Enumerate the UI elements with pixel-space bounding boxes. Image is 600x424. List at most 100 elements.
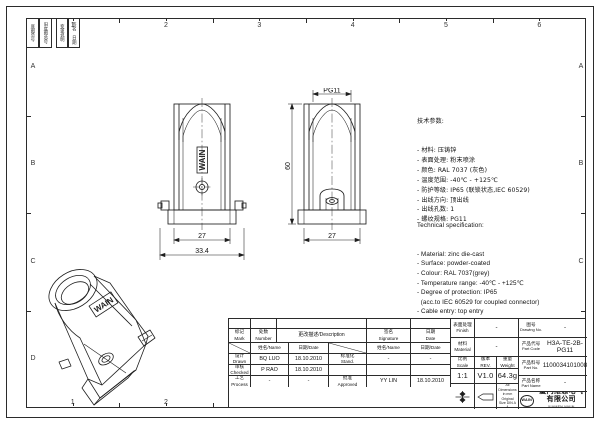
spec-line: - Colour: RAL 7037(grey) (417, 269, 490, 277)
tb-role-label-cn: 标准化 (340, 354, 355, 359)
tb-signature-cell: - (367, 354, 411, 365)
corner-label-4: 签名 日期 (72, 21, 78, 45)
spec-line: - 螺纹规格: PG11 (417, 216, 467, 224)
tb-name-col-header: 姓名/Name (251, 343, 289, 354)
tb-signature-cell: 18.10.2010 (289, 365, 329, 376)
tb-drawing-no-value: - (563, 323, 567, 331)
border-tick (399, 18, 401, 23)
tb-signature-cell (411, 365, 451, 376)
tb-finish-value-cell: - (475, 319, 519, 338)
border-number: 1 (70, 22, 75, 29)
tb-part-name-label-cn: 产品名称 (521, 378, 541, 384)
border-tick (581, 115, 586, 117)
tb-name-col-header-text: 姓名/Name (258, 345, 281, 351)
tb-drawing-no-value-cell: - (543, 319, 587, 338)
tb-dimension-note-line2: Original Size DIN A 4 (499, 396, 516, 410)
spec-line: - Temperature range: -40℃ - +125℃ (417, 279, 524, 287)
tb-signature-cell: - (251, 376, 289, 387)
border-letter: D (30, 355, 36, 363)
spec-line: - 颜色: RAL 7037 (灰色) (417, 167, 488, 175)
tb-signature-value: YY LIN (380, 378, 397, 385)
border-tick-minor (166, 18, 167, 21)
tb-role-label-en: Stand. (340, 359, 355, 364)
tb-rev-label: 版本 REV. (475, 357, 497, 369)
iso-brand-plate: WAIN (88, 291, 119, 318)
projection-cone-icon (477, 393, 494, 400)
border-tick (581, 310, 586, 312)
spec-line: - 出线方向: 顶出线 (417, 196, 469, 204)
spec-chinese-lines: - 材料: 压铸锌- 表面处理: 粉末喷涂- 颜色: RAL 7037 (灰色)… (417, 146, 530, 225)
tb-signature-cell: P RAO (251, 365, 289, 376)
tb-scale-label: 比例 Scale (451, 357, 475, 369)
tb-mark-header-cn: 标记 (234, 330, 245, 336)
front-brand-plate: WAIN (196, 146, 208, 174)
tb-date-col-header-2: 日期/Date (411, 343, 451, 354)
tb-part-name-value: - (563, 379, 567, 387)
tb-number-header-cn: 处数 (258, 330, 269, 336)
tb-signature-cell: BQ LUO (251, 354, 289, 365)
border-tick (26, 213, 31, 214)
spec-line: - 防护等级: IP65 (联锁状态,IEC 60529) (417, 186, 530, 194)
corner-label-box-3: 变更说明 (56, 18, 68, 48)
border-number: 2 (159, 399, 173, 406)
border-tick-minor (72, 18, 74, 21)
spec-line: - Cable entry: top entry (417, 308, 484, 316)
tb-part-code-label-en: Part Code (521, 346, 540, 352)
tb-signature-header-en: Signature (378, 335, 399, 341)
tb-finish-label-cn: 表面处理 (453, 322, 472, 328)
border-letter: C (30, 257, 36, 265)
spec-line: - Surface: powder-coated (417, 260, 491, 268)
spec-line: - 表面处理: 粉末喷涂 (417, 157, 476, 165)
tb-drawing-no-label-cn: 图号 (526, 323, 536, 329)
border-tick (26, 310, 31, 312)
corner-label-1: 底图总号 (30, 24, 36, 42)
tb-role-label-cn: 设计 (234, 354, 245, 359)
tb-rev-value: V1.0 (477, 370, 494, 380)
tb-diag-2 (329, 343, 367, 354)
tb-signature-cell (367, 365, 411, 376)
tb-rev-label-cn: 版本 (480, 357, 491, 363)
tb-finish-label: 表面处理 Finish (451, 319, 475, 338)
border-tick-minor (72, 403, 74, 406)
tb-signature-value: 18.10.2010 (295, 355, 322, 362)
tb-mark-header: 标记 Mark (229, 329, 251, 343)
corner-label-3: 变更说明 (60, 24, 66, 42)
tb-signature-cell: 18.10.2010 (411, 376, 451, 387)
tb-number-header-en: Number (255, 335, 272, 341)
tb-rev-label-en: REV. (480, 362, 491, 368)
side-view: PG11 60 27 (282, 88, 402, 271)
tb-part-code-label: 产品代号 Part Code (519, 338, 543, 357)
tb-signature-cell: - (289, 376, 329, 387)
svg-text:60: 60 (285, 162, 292, 170)
border-tick-minor (446, 18, 447, 21)
tb-diagonal-line-1 (229, 343, 250, 353)
tb-top-blank-3 (277, 319, 367, 329)
border-tick (306, 18, 307, 23)
tb-number-header: 处数 Number (251, 329, 277, 343)
svg-text:27: 27 (328, 233, 336, 240)
side-view-svg: PG11 60 27 (285, 88, 367, 244)
tb-description-header-text: 更改描述/Description (298, 331, 345, 338)
border-letter: A (30, 62, 36, 70)
tb-signature-value: - (268, 378, 271, 385)
border-tick-minor (259, 18, 261, 21)
spec-chinese-title: 技术参数: (417, 117, 444, 125)
tb-scale-label-cn: 比例 (457, 357, 468, 363)
spec-english-title: Technical specification: (417, 222, 484, 230)
tb-part-no-label: 产品料号 Part No. (519, 357, 543, 376)
tb-signature-cell (329, 365, 367, 376)
tb-part-name-label: 产品名称 Part Name (519, 376, 543, 392)
tb-part-no-label-en: Part No. (523, 365, 539, 371)
border-number: 2 (164, 22, 168, 29)
tb-name-col-header-2: 姓名/Name (367, 343, 411, 354)
corner-label-2: 旧底图总号 (43, 22, 49, 44)
sheet-outer-border (6, 6, 594, 418)
border-letter: C (578, 257, 584, 265)
tb-part-code-value-cell: H3A-TE-2B-PG11 (543, 338, 587, 357)
border-tick-minor (539, 18, 541, 21)
tb-signature-header: 签名 Signature (367, 329, 411, 343)
tb-signature-value: - (429, 355, 432, 362)
